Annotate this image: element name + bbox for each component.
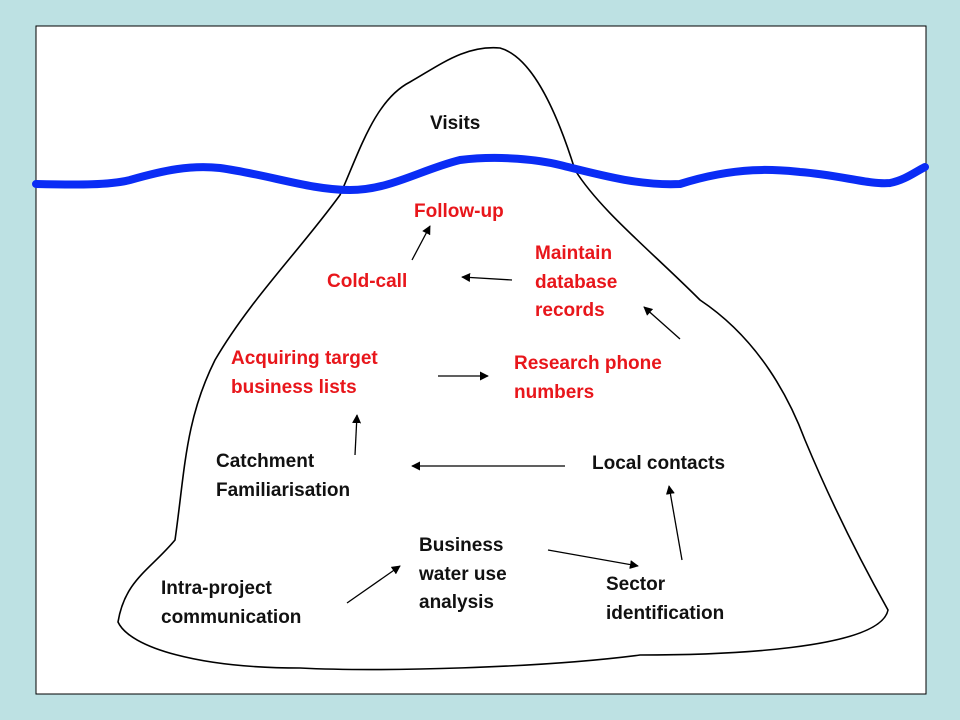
label-sector-identification: Sector identification: [606, 571, 724, 628]
arrow-catchment-to-acquiring: [352, 414, 362, 456]
label-business-water: Business water use analysis: [419, 532, 507, 618]
label-line: Maintain: [535, 243, 613, 264]
label-cold-call: Cold-call: [327, 271, 408, 292]
label-visits: Visits: [430, 113, 481, 134]
label-line: Research phone: [514, 353, 662, 374]
arrow-sector-to-local: [665, 485, 683, 561]
label-line: Familiarisation: [216, 479, 351, 501]
arrow-coldcall-to-followup: [411, 225, 431, 261]
arrow-business-to-sector: [547, 549, 639, 570]
label-intra-project: Intra-project communication: [161, 575, 301, 632]
label-line: analysis: [419, 592, 494, 613]
arrow-intra-to-business: [346, 565, 401, 604]
label-line: database: [535, 271, 618, 293]
label-line: business lists: [231, 376, 357, 398]
label-line: Catchment: [216, 451, 315, 472]
label-line: identification: [606, 602, 725, 624]
arrow-research-to-maintain: [643, 306, 681, 340]
label-line: Sector: [606, 574, 666, 595]
label-line: communication: [161, 606, 302, 628]
label-line: Acquiring target: [231, 348, 378, 369]
label-line: Intra-project: [161, 578, 272, 599]
label-line: numbers: [514, 381, 595, 403]
label-local-contacts: Local contacts: [592, 453, 726, 474]
iceberg-shape: [117, 46, 889, 671]
label-follow-up: Follow-up: [414, 201, 504, 222]
label-line: records: [535, 300, 605, 321]
label-line: water use: [419, 563, 507, 585]
label-line: Business: [419, 535, 504, 556]
label-acquiring-lists: Acquiring target business lists: [231, 345, 378, 402]
arrow-maintain-to-coldcall: [461, 272, 513, 282]
waterline: [32, 153, 929, 195]
label-research-phone: Research phone numbers: [514, 350, 662, 407]
label-maintain-database: Maintain database records: [535, 240, 617, 326]
label-catchment: Catchment Familiarisation: [216, 448, 350, 505]
